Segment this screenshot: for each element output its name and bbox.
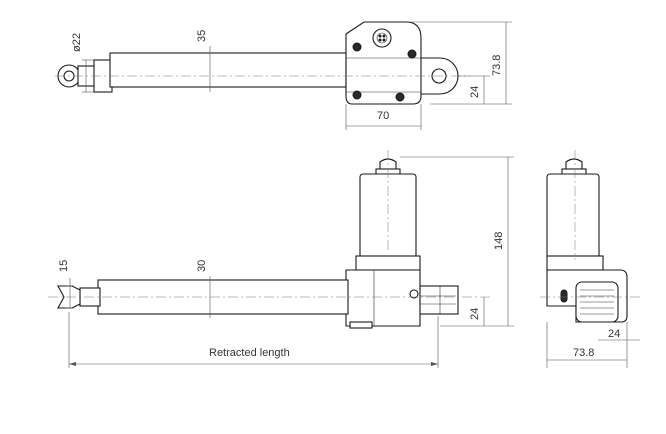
screw bbox=[352, 42, 362, 52]
dim-bottom-rod-height: 30 bbox=[196, 260, 208, 272]
gearbox-housing bbox=[345, 21, 422, 105]
side-motor-cap bbox=[565, 158, 583, 171]
front-screw bbox=[409, 289, 419, 299]
screw bbox=[352, 90, 362, 100]
dim-eye-offset-top: 24 bbox=[469, 86, 481, 98]
dim-tip-width: 15 bbox=[58, 260, 70, 272]
dim-total-height: 148 bbox=[493, 232, 505, 250]
motor-flange bbox=[355, 255, 421, 271]
side-slot bbox=[560, 289, 568, 303]
front-gearbox bbox=[345, 269, 421, 327]
dim-side-depth: 73.8 bbox=[573, 347, 594, 359]
dim-rod-diameter: ø22 bbox=[71, 33, 83, 52]
screw bbox=[395, 92, 405, 102]
front-view: 15 30 148 24 Retracted length bbox=[48, 150, 514, 368]
rear-mount bbox=[419, 285, 459, 315]
top-view: ø22 35 73.8 24 70 bbox=[55, 21, 512, 130]
outer-tube bbox=[109, 52, 347, 88]
connector bbox=[372, 28, 392, 48]
screw bbox=[407, 49, 417, 59]
dim-mount-offset-side: 24 bbox=[608, 328, 620, 340]
dim-gearbox-width: 70 bbox=[377, 110, 389, 122]
dim-retracted-length: Retracted length bbox=[209, 347, 290, 359]
dim-mount-offset-front: 24 bbox=[469, 308, 481, 320]
dim-top-rod-height: 35 bbox=[196, 30, 208, 42]
side-view: 24 73.8 bbox=[540, 150, 640, 368]
dim-bracket-height: 73.8 bbox=[491, 55, 503, 76]
side-motor-body bbox=[546, 173, 600, 259]
